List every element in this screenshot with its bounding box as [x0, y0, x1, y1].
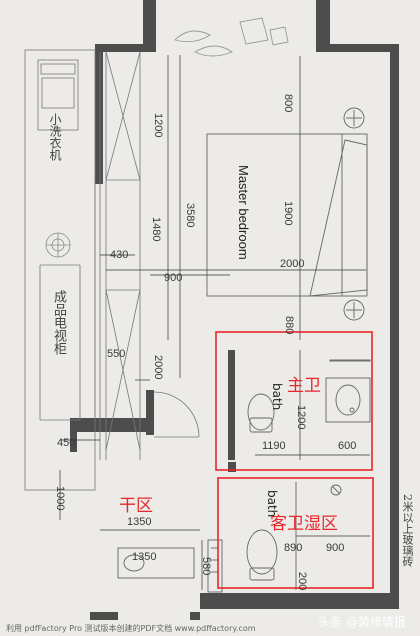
dim-200: 200	[296, 572, 308, 591]
dim-900-guest: 900	[326, 542, 345, 554]
dim-1200-top: 1200	[152, 113, 164, 138]
dim-1200-bath: 1200	[295, 405, 307, 430]
dim-1000: 1000	[54, 486, 66, 511]
dim-1480: 1480	[150, 217, 162, 242]
guest-bath-label: bath	[265, 490, 279, 518]
pdf-footer: 利用 pdfFactory Pro 测试版本创建的PDF文档 www.pdffa…	[6, 624, 256, 633]
glass-brick-note: 2米以上玻璃砖	[401, 494, 414, 567]
dim-450: 450	[57, 437, 76, 449]
dry-zone-label: 干区	[119, 496, 153, 516]
dim-880: 880	[283, 316, 295, 335]
dim-580: 580	[200, 557, 212, 576]
dimension-lines	[59, 55, 370, 590]
outlines	[24, 49, 200, 491]
dim-550: 550	[107, 348, 126, 360]
dim-600: 600	[338, 440, 357, 452]
dim-1350-sink: 1350	[132, 551, 157, 563]
dim-3580: 3580	[184, 203, 196, 228]
dim-800: 800	[282, 94, 294, 113]
dim-1190: 1190	[262, 440, 286, 452]
dim-2000-vertical: 2000	[152, 355, 164, 380]
washer-cabinet-label: 小洗衣机	[48, 113, 62, 161]
walls	[70, 0, 399, 620]
dim-890: 890	[284, 542, 303, 554]
master-bath-fixtures	[247, 359, 371, 433]
guest-bath-fixtures	[246, 482, 370, 590]
master-bath-label: bath	[270, 383, 284, 411]
dim-1900: 1900	[282, 201, 294, 226]
guest-wet-zone-label: 客卫湿区	[270, 514, 338, 534]
bed	[206, 107, 368, 321]
dim-1350-upper: 1350	[127, 516, 152, 528]
master-bath-zone-label: 主卫	[287, 376, 321, 396]
balcony-decor	[174, 17, 289, 57]
master-bedroom-label: Master bedroom	[236, 165, 251, 260]
zone-outlines	[215, 331, 374, 589]
dry-area-sink	[117, 539, 223, 593]
watermark: 头条 @装修情报	[318, 615, 406, 629]
tv-cabinet-label: 成品电视柜	[51, 290, 66, 355]
dim-900-bedroom: 900	[164, 272, 183, 284]
dim-2000-horizontal: 2000	[280, 258, 305, 270]
dim-430: 430	[110, 249, 129, 261]
plant	[45, 232, 71, 258]
